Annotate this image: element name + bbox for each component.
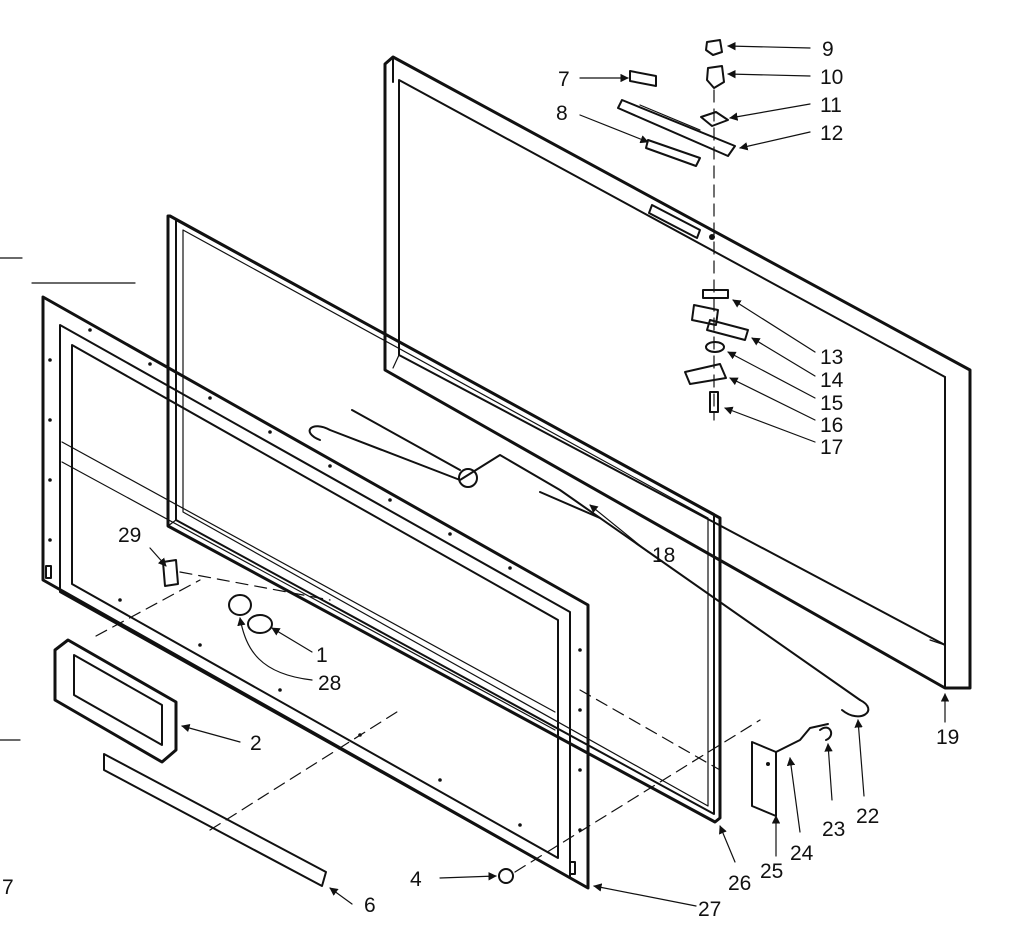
alignment-lines	[95, 579, 761, 873]
callout-4: 4	[410, 868, 422, 891]
trim-strip	[103, 753, 327, 887]
callout-8: 8	[556, 102, 568, 125]
panel-rivets	[48, 328, 582, 832]
hinge-hardware	[617, 39, 749, 421]
callout-23: 23	[822, 818, 845, 841]
callout-6: 6	[364, 894, 376, 917]
callout-26: 26	[728, 872, 751, 895]
screw	[498, 868, 514, 884]
callout-25: 25	[760, 860, 783, 883]
gasket-frame	[166, 214, 722, 824]
corner-mark: 7	[2, 876, 14, 899]
margin-marks	[0, 257, 136, 741]
callout-22: 22	[856, 805, 879, 828]
callout-12: 12	[820, 122, 843, 145]
callout-9: 9	[822, 38, 834, 61]
callout-7: 7	[558, 68, 570, 91]
callout-11: 11	[820, 94, 842, 117]
callout-10: 10	[820, 66, 843, 89]
callout-13: 13	[820, 346, 843, 369]
callout-19: 19	[936, 726, 959, 749]
callout-28: 28	[318, 672, 341, 695]
callouts: 9 10 11 12 7 8 13 14 15 16 17 18 19 22 2…	[2, 38, 959, 921]
spring-wire	[308, 409, 870, 718]
callout-24: 24	[790, 842, 814, 865]
callout-15: 15	[820, 392, 843, 415]
inner-door-panel	[41, 295, 590, 890]
callout-14: 14	[820, 369, 844, 392]
callout-17: 17	[820, 436, 843, 459]
callout-2: 2	[250, 732, 262, 755]
latch-parts	[162, 559, 331, 634]
callout-18: 18	[652, 544, 675, 567]
callout-16: 16	[820, 414, 843, 437]
handle	[53, 638, 178, 764]
callout-29: 29	[118, 524, 141, 547]
callout-1: 1	[316, 644, 328, 667]
outer-door-frame	[383, 55, 972, 690]
callout-27: 27	[698, 898, 721, 921]
